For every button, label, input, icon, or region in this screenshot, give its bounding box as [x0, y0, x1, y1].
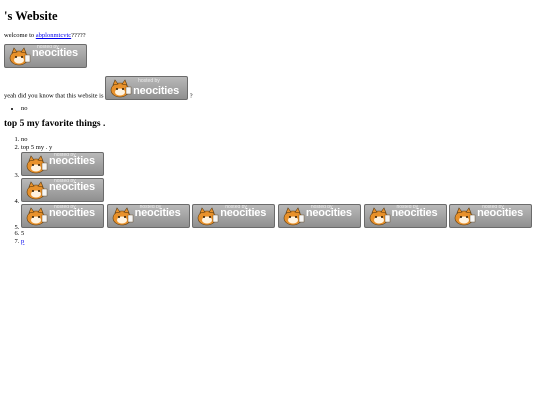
neocities-badge[interactable]: hosted by neocities — [21, 204, 104, 229]
neocities-badge[interactable]: hosted by neocities — [277, 204, 361, 229]
neocities-badge[interactable]: hosted by neocities — [106, 204, 190, 229]
intro-paragraph: welcome to abplonmtcvtc????? — [4, 32, 536, 39]
favorite-item: hosted by neocities hosted by neocities … — [21, 204, 536, 229]
badge-hosted-by-text: hosted by — [138, 78, 160, 85]
neocities-badge[interactable]: hosted by neocities — [192, 204, 276, 229]
neocities-cat-icon — [26, 181, 48, 200]
favorite-text: 5 — [21, 230, 25, 238]
favorites-heading: top 5 my favorite things . — [4, 118, 106, 129]
neocities-cat-icon — [112, 207, 133, 226]
neocities-cat-icon — [9, 47, 31, 66]
neocities-badge[interactable]: hosted by neocities — [449, 204, 533, 229]
badge-brand-text: neocities — [133, 85, 179, 98]
bullet-item: no — [21, 105, 536, 112]
favorite-text: top 5 my . y — [21, 143, 53, 151]
neocities-cat-icon — [283, 207, 305, 226]
bullet-list: no — [4, 105, 536, 112]
neocities-cat-icon — [454, 207, 476, 226]
neocities-cat-icon — [26, 207, 48, 226]
neocities-cat-icon — [26, 155, 48, 174]
favorite-item: hosted by neocities — [21, 152, 536, 177]
favorite-badge-row: hosted by neocities — [21, 152, 536, 177]
neocities-badge[interactable]: hosted by neocities — [363, 204, 447, 229]
favorite-badge-row: hosted by neocities — [21, 178, 536, 203]
favorite-item: no — [21, 136, 536, 143]
neocities-badge[interactable]: hosted by neocities — [21, 152, 104, 177]
page-title: 's Website — [4, 9, 58, 23]
favorite-item: hosted by neocities — [21, 178, 536, 203]
neocities-badge[interactable]: hosted by neocities — [105, 76, 189, 101]
favorite-link[interactable]: p — [21, 237, 25, 245]
neocities-cat-icon — [369, 207, 390, 226]
fact-text: yeah did you know that this website is — [4, 93, 106, 100]
neocities-badge[interactable]: hosted by neocities — [4, 44, 87, 69]
intro-badge-row: hosted by neocities — [4, 44, 536, 69]
neocities-cat-icon — [197, 207, 219, 226]
site-name-link[interactable]: abplonmtcvtc — [35, 32, 72, 39]
fact-paragraph: yeah did you know that this website is h… — [4, 76, 536, 101]
favorite-item: p — [21, 238, 536, 245]
favorite-text: no — [21, 136, 28, 144]
intro-suffix: ????? — [71, 32, 86, 39]
favorite-item: top 5 my . y — [21, 144, 536, 151]
favorite-item: 5 — [21, 230, 536, 237]
neocities-cat-icon — [110, 79, 132, 98]
page-body: 's Website welcome to abplonmtcvtc????? … — [0, 0, 540, 253]
intro-prefix: welcome to — [4, 32, 36, 39]
favorite-badge-row: hosted by neocities hosted by neocities … — [21, 204, 536, 229]
neocities-badge[interactable]: hosted by neocities — [21, 178, 104, 203]
fact-suffix: ? — [189, 93, 193, 100]
